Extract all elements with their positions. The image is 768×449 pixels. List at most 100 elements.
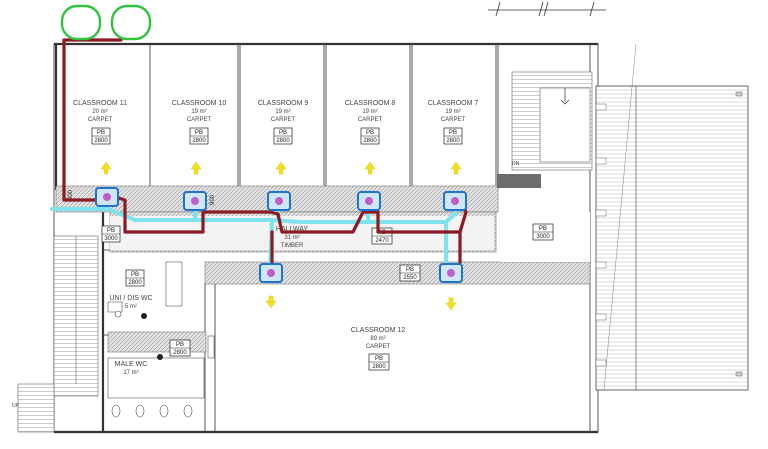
diffuser-classroom-10	[183, 191, 207, 211]
dimension-label-a: 900	[68, 189, 74, 200]
pb-tag-left-hall: PB 3000	[101, 225, 121, 243]
room-hallway: HALLWAY 31 m² TIMBER	[276, 226, 308, 249]
svg-text:CLASSROOM 12: CLASSROOM 12	[351, 327, 406, 334]
svg-text:CARPET: CARPET	[441, 117, 466, 123]
svg-text:CARPET: CARPET	[88, 117, 113, 123]
svg-text:2550: 2550	[403, 275, 417, 281]
arrow-up-icon	[190, 161, 202, 175]
svg-text:PB: PB	[176, 342, 184, 348]
svg-text:CLASSROOM 10: CLASSROOM 10	[172, 100, 227, 107]
svg-text:2800: 2800	[372, 364, 386, 370]
svg-text:19 m²: 19 m²	[445, 109, 460, 115]
diffuser-classroom-11	[95, 187, 119, 207]
pb-tag-uni-wc: PB 2800	[125, 269, 145, 287]
svg-text:2800: 2800	[128, 280, 142, 286]
svg-text:CARPET: CARPET	[366, 344, 391, 350]
markup-circle-left	[60, 4, 102, 41]
wc-fixtures	[107, 261, 215, 418]
dimension-label-b: 900	[210, 194, 216, 205]
pb-tag-male-wc: PB 2800	[169, 339, 191, 357]
arrow-down-icon	[265, 295, 277, 309]
svg-text:CARPET: CARPET	[187, 117, 212, 123]
svg-text:2470: 2470	[375, 238, 389, 244]
svg-text:HALLWAY: HALLWAY	[276, 226, 308, 233]
stair-lower	[17, 235, 99, 433]
arrow-up-icon	[275, 161, 287, 175]
hatched-walls	[55, 174, 591, 353]
svg-text:PB: PB	[131, 272, 139, 278]
pb-tag-classroom-7: PB 2800	[443, 127, 463, 145]
room-classroom-11: CLASSROOM 11 20 m² CARPET	[73, 100, 127, 123]
svg-text:2800: 2800	[446, 138, 460, 144]
svg-text:PB: PB	[375, 356, 383, 362]
svg-text:2800: 2800	[363, 138, 377, 144]
accessible-symbols	[141, 313, 163, 360]
room-classroom-8: CLASSROOM 8 19 m² CARPET	[345, 100, 396, 123]
svg-text:19 m²: 19 m²	[362, 109, 377, 115]
svg-text:PB: PB	[97, 130, 105, 136]
supply-duct-trunk	[110, 194, 462, 278]
arrow-up-icon	[364, 161, 376, 175]
diffuser-classroom-9	[267, 191, 291, 211]
svg-text:CLASSROOM 7: CLASSROOM 7	[428, 100, 479, 107]
svg-text:3000: 3000	[536, 234, 550, 240]
arrow-down-icon	[445, 297, 457, 311]
airflow-arrows	[100, 161, 462, 311]
pb-tag-classroom-12: PB 2800	[368, 353, 390, 371]
arrow-up-icon	[100, 161, 112, 175]
svg-text:TIMBER: TIMBER	[281, 243, 304, 249]
svg-text:PB: PB	[195, 130, 203, 136]
svg-text:CARPET: CARPET	[358, 117, 383, 123]
diffuser-hallway-left	[259, 263, 283, 283]
deck	[595, 43, 749, 391]
svg-text:PB: PB	[449, 130, 457, 136]
svg-text:89 m²: 89 m²	[370, 336, 385, 342]
diffusers	[95, 187, 467, 283]
svg-text:PB: PB	[406, 267, 414, 273]
pb-tag-hallway-2550: PB 2550	[399, 264, 421, 282]
room-labels: CLASSROOM 11 20 m² CARPET CLASSROOM 10 1…	[73, 100, 478, 376]
pb-tag-classroom-10: PB 2800	[189, 127, 209, 145]
markup-circles	[60, 4, 152, 41]
pb-tag-classroom-8: PB 2800	[360, 127, 380, 145]
arrow-up-icon	[450, 161, 462, 175]
room-male-wc: MALE WC 17 m²	[115, 361, 148, 376]
svg-text:19 m²: 19 m²	[191, 109, 206, 115]
room-classroom-12: CLASSROOM 12 89 m² CARPET	[351, 327, 406, 350]
room-classroom-9: CLASSROOM 9 19 m² CARPET	[258, 100, 309, 123]
svg-text:3000: 3000	[104, 236, 118, 242]
room-classroom-10: CLASSROOM 10 19 m² CARPET	[172, 100, 227, 123]
svg-text:MALE WC: MALE WC	[115, 361, 148, 368]
svg-text:PB: PB	[107, 228, 115, 234]
svg-text:PB: PB	[279, 130, 287, 136]
svg-text:CARPET: CARPET	[271, 117, 296, 123]
svg-text:20 m²: 20 m²	[92, 109, 107, 115]
stair-up-label: UP	[12, 403, 20, 409]
svg-text:2800: 2800	[276, 138, 290, 144]
svg-text:PB: PB	[366, 130, 374, 136]
pb-tag-classroom-9: PB 2800	[273, 127, 293, 145]
diffuser-classroom-7	[443, 191, 467, 211]
pb-tag-classroom-11: PB 2800	[91, 127, 111, 145]
svg-text:2800: 2800	[173, 350, 187, 356]
svg-text:2800: 2800	[192, 138, 206, 144]
svg-text:2800: 2800	[94, 138, 108, 144]
svg-text:PB: PB	[539, 226, 547, 232]
stair-dn-label: DN	[512, 161, 520, 167]
diffuser-classroom-8	[357, 191, 381, 211]
grid-markers	[488, 1, 606, 17]
stair-upper	[511, 71, 593, 171]
svg-text:17 m²: 17 m²	[123, 370, 138, 376]
svg-text:5 m²: 5 m²	[125, 304, 137, 310]
svg-text:CLASSROOM 9: CLASSROOM 9	[258, 100, 309, 107]
svg-text:UNI / DIS WC: UNI / DIS WC	[109, 295, 152, 302]
svg-text:CLASSROOM 11: CLASSROOM 11	[73, 100, 127, 107]
svg-text:31 m²: 31 m²	[284, 235, 299, 241]
diffuser-hallway-right	[439, 263, 463, 283]
room-classroom-7: CLASSROOM 7 19 m² CARPET	[428, 100, 479, 123]
svg-text:CLASSROOM 8: CLASSROOM 8	[345, 100, 396, 107]
room-uni-dis-wc: UNI / DIS WC 5 m²	[109, 295, 152, 310]
markup-circle-right	[110, 4, 152, 41]
svg-text:19 m²: 19 m²	[275, 109, 290, 115]
